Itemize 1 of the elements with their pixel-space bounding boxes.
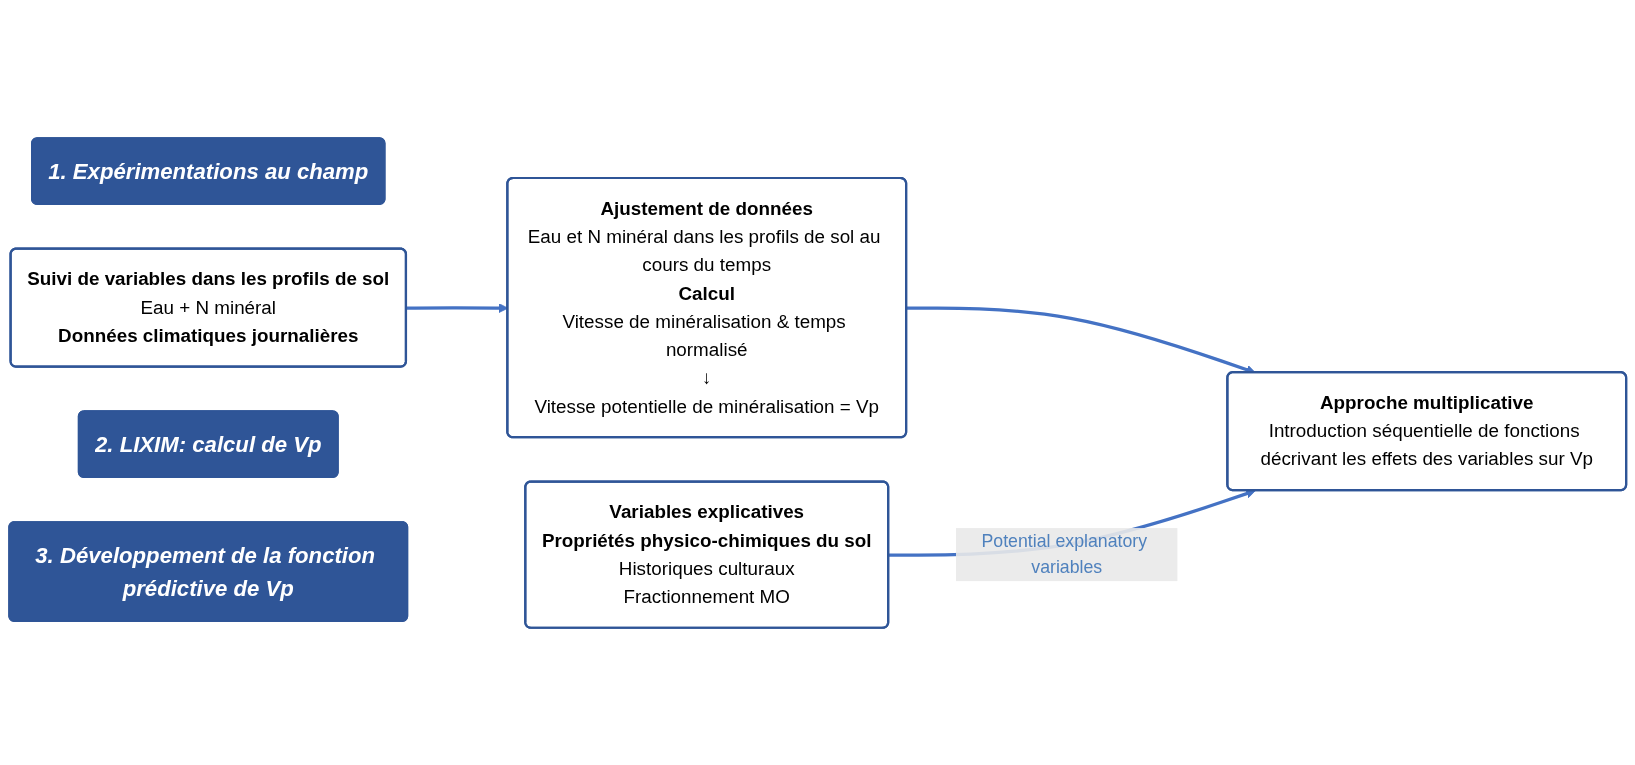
edge-label: Potential explanatory variables bbox=[981, 531, 1148, 577]
